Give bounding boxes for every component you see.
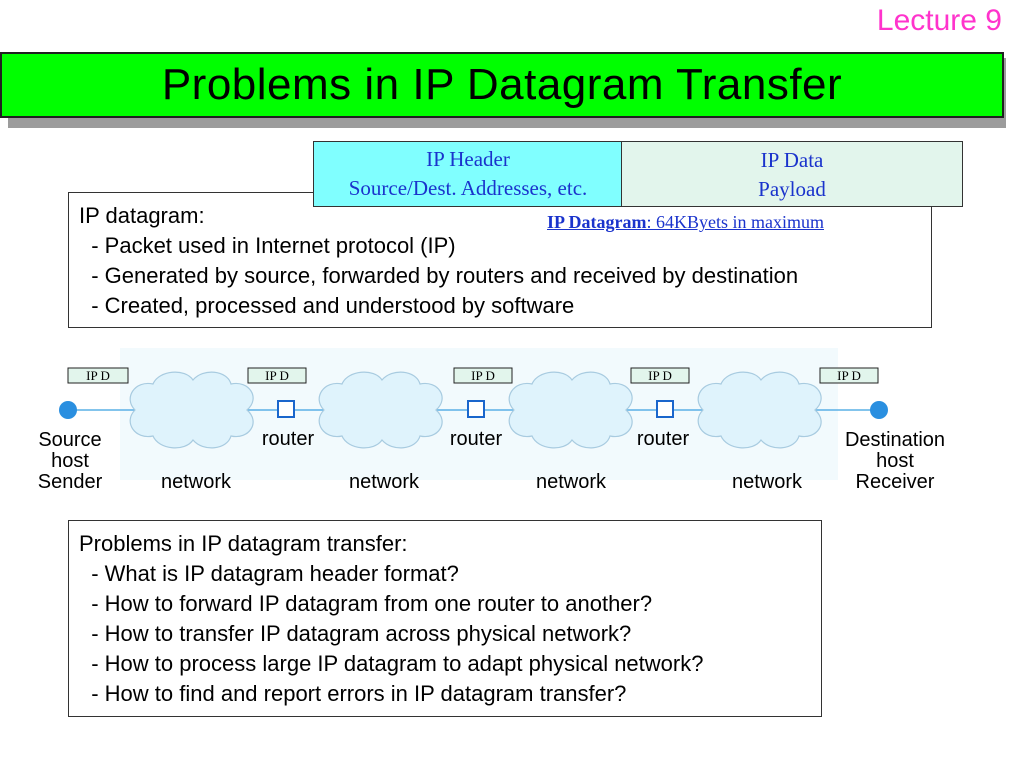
description-line: - Packet used in Internet protocol (IP) xyxy=(79,233,456,258)
lecture-number: Lecture 9 xyxy=(876,4,1002,37)
packet-tag: IP D xyxy=(67,367,129,384)
ip-data-cell: IP Data Payload xyxy=(621,141,963,207)
problems-line: - How to transfer IP datagram across phy… xyxy=(79,621,632,646)
router-icon xyxy=(277,400,295,418)
ip-header-detail: Source/Dest. Addresses, etc. xyxy=(348,176,588,200)
ip-header-title: IP Header xyxy=(426,147,510,171)
problems-line: Problems in IP datagram transfer: xyxy=(79,531,408,556)
source-label-line: Source xyxy=(38,429,101,451)
slide-title: Problems in IP Datagram Transfer xyxy=(161,60,843,109)
network-cloud-icon xyxy=(318,371,443,449)
destination-host-icon xyxy=(870,401,888,419)
source-label-line: Sender xyxy=(38,471,103,493)
ip-data-title: IP Data xyxy=(760,148,824,172)
ip-header-cell: IP Header Source/Dest. Addresses, etc. xyxy=(313,141,623,207)
destination-label-line: Receiver xyxy=(856,471,935,493)
caption-bold: IP Datagram xyxy=(547,212,647,232)
destination-label-line: host xyxy=(876,450,914,472)
packet-tag: IP D xyxy=(247,367,307,384)
packet-tag: IP D xyxy=(453,367,513,384)
network-path-diagram: IP D IP D IP D IP D IP D Source host Sen… xyxy=(38,348,945,493)
packet-tag-label: IP D xyxy=(265,368,289,383)
caption-rest: : 64KByets in maximum xyxy=(646,212,824,232)
network-label: network xyxy=(349,471,420,493)
packet-tag-label: IP D xyxy=(471,368,495,383)
network-label: network xyxy=(536,471,607,493)
destination-label-line: Destination xyxy=(845,429,945,451)
datagram-size-caption[interactable]: IP Datagram: 64KByets in maximum xyxy=(547,212,824,233)
problems-line: - How to process large IP datagram to ad… xyxy=(79,651,704,676)
router-icon xyxy=(656,400,674,418)
network-label: network xyxy=(732,471,803,493)
source-host-icon xyxy=(59,401,77,419)
packet-tag: IP D xyxy=(630,367,690,384)
packet-tag-label: IP D xyxy=(648,368,672,383)
source-label-line: host xyxy=(51,450,89,472)
router-label: router xyxy=(637,428,690,450)
problems-line: - What is IP datagram header format? xyxy=(79,561,459,586)
network-cloud-icon xyxy=(697,371,822,449)
description-line: - Created, processed and understood by s… xyxy=(79,293,575,318)
packet-tag-label: IP D xyxy=(837,368,861,383)
packet-tag: IP D xyxy=(819,367,879,384)
problems-box: Problems in IP datagram transfer: - What… xyxy=(68,520,822,717)
problems-line: - How to find and report errors in IP da… xyxy=(79,681,627,706)
title-bar: Problems in IP Datagram Transfer xyxy=(0,52,1004,118)
router-label: router xyxy=(450,428,503,450)
router-label: router xyxy=(262,428,315,450)
problems-line: - How to forward IP datagram from one ro… xyxy=(79,591,653,616)
router-icon xyxy=(467,400,485,418)
description-line: IP datagram: xyxy=(79,203,205,228)
network-label: network xyxy=(161,471,232,493)
packet-tag-label: IP D xyxy=(86,368,110,383)
ip-data-detail: Payload xyxy=(758,177,826,201)
network-cloud-icon xyxy=(508,371,633,449)
network-cloud-icon xyxy=(129,371,254,449)
description-line: - Generated by source, forwarded by rout… xyxy=(79,263,799,288)
